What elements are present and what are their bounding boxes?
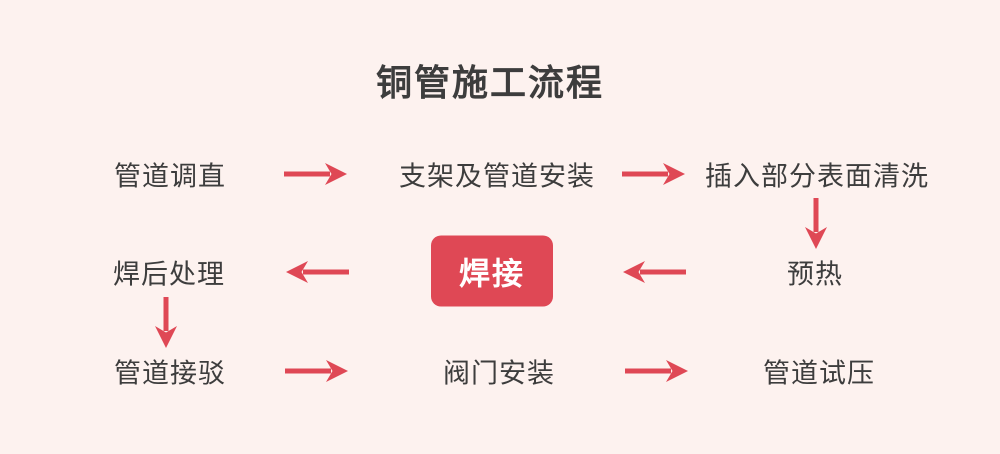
arrow-right-icon (623, 358, 689, 384)
arrow-down-icon (803, 196, 829, 250)
step-post-weld-treatment: 焊后处理 (113, 259, 225, 290)
arrow-down-icon (153, 295, 179, 349)
diagram-title: 铜管施工流程 (375, 62, 605, 103)
step-pipe-straightening: 管道调直 (114, 161, 226, 192)
arrow-left-icon (285, 259, 351, 285)
step-welding: 焊接 (431, 235, 553, 307)
step-pipe-connection: 管道接驳 (114, 358, 226, 389)
arrow-right-icon (283, 358, 349, 384)
arrow-right-icon (620, 161, 686, 187)
step-bracket-and-pipe-installation: 支架及管道安装 (399, 161, 595, 192)
step-valve-installation: 阀门安装 (443, 358, 555, 389)
step-insert-surface-cleaning: 插入部分表面清洗 (705, 161, 929, 192)
arrow-left-icon (622, 259, 688, 285)
arrow-right-icon (282, 161, 348, 187)
step-pipe-pressure-test: 管道试压 (763, 358, 875, 389)
step-preheating: 预热 (787, 259, 843, 290)
